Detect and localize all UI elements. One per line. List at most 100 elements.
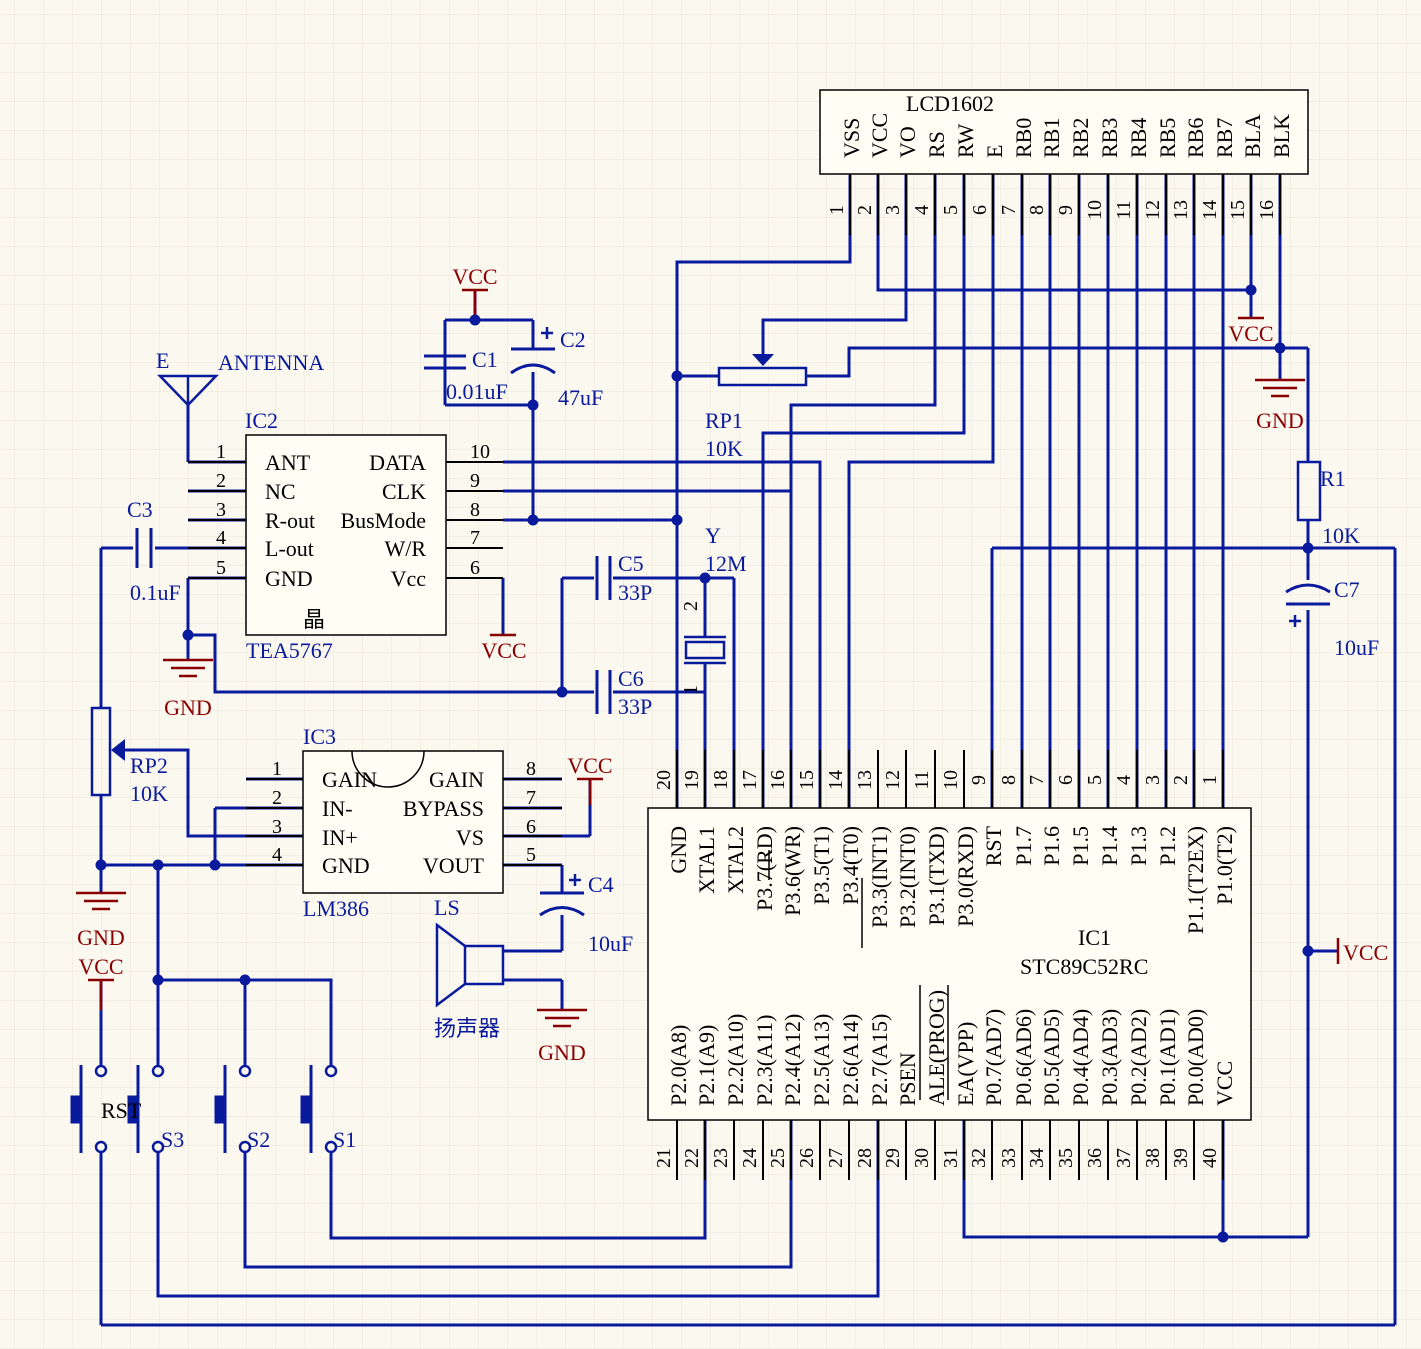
ic1-top-pin-number: 14 [825,770,847,790]
crystal-pin2: 2 [680,601,702,611]
vcc-label: VCC [1343,940,1388,965]
power-symbols [76,288,1340,1028]
speaker-designator: LS [434,895,460,920]
ic1-top-pin-number: 6 [1055,775,1077,785]
ic3-left-pin-label: IN+ [322,825,358,850]
ic3-right-pin-number: 7 [526,787,536,809]
ic1-top-pin-label: RST [981,825,1006,866]
c2-designator: C2 [560,327,586,352]
vcc-label: VCC [452,264,497,289]
crystal-icon [684,635,726,665]
ic2-left-pin-label: GND [265,566,313,591]
components [70,89,1340,1243]
ic1-top-pin-label: P3.4(T0) [838,826,863,905]
lcd-pin-number: 4 [911,205,933,215]
ic1-top-pin-number: 4 [1113,775,1135,785]
ic1-bottom-pin-label: P2.4(A12) [780,1014,805,1106]
ic1-bottom-pin-label: P0.4(AD4) [1068,1009,1093,1106]
lcd-pin-number: 5 [940,205,962,215]
ic1-bottom-pin-label: P0.7(AD7) [981,1009,1006,1106]
lcd-pin-number: 13 [1170,200,1192,220]
ic1-top-pin-label: P3.7(RD) [752,826,777,911]
ic1-bottom-pin-label: P0.0(AD0) [1183,1009,1208,1106]
ic2-body [245,434,447,636]
ic1-top-pin-label: P3.6(WR) [780,826,805,916]
antenna-label: ANTENNA [218,350,324,375]
speaker-label: 扬声器 [434,1016,500,1041]
ic1-bottom-pin-number: 31 [940,1148,962,1168]
ic1-bottom-pin-label: P0.6(AD6) [1011,1009,1036,1106]
lcd-pin-label: RB3 [1097,118,1122,158]
ic1-top-pin-number: 7 [1026,775,1048,785]
ic1-bottom-pin-number: 34 [1026,1148,1048,1168]
potentiometer-rp1-icon [717,320,808,387]
c3-designator: C3 [127,497,153,522]
gnd-label: GND [77,925,125,950]
resistor-r1-icon [1296,460,1322,522]
ic1-top-pin-label: P1.0(T2) [1212,826,1237,905]
ic1-top-pin-number: 1 [1199,775,1221,785]
lcd-pin-number: 7 [998,205,1020,215]
ic3-designator: IC3 [303,724,336,749]
ic1-top-pin-number: 10 [940,770,962,790]
ic1-bottom-pin-number: 26 [796,1148,818,1168]
ic1-designator: IC1 [1078,925,1111,950]
ic1-bottom-pin-number: 24 [739,1148,761,1168]
ic2-right-pin-number: 6 [470,557,480,579]
s2-label: S2 [247,1127,270,1152]
ic1-top-pin-label: P1.7 [1011,826,1036,866]
lcd-pin-label: RS [924,131,949,158]
vcc-label: VCC [567,753,612,778]
lcd-pin-number: 11 [1113,200,1135,219]
ic2-right-pin-number: 8 [470,499,480,521]
c7-designator: C7 [1334,577,1360,602]
r1-designator: R1 [1320,466,1346,491]
ic1-bottom-pin-number: 29 [882,1148,904,1168]
lcd-pin-number: 3 [882,205,904,215]
ic3-left-pin-number: 2 [272,787,282,809]
ic3-left-pin-number: 4 [272,844,282,866]
ic1-top-pin-number: 2 [1170,775,1192,785]
wires [99,175,1397,1327]
c1-designator: C1 [472,347,498,372]
ic3-right-pin-number: 6 [526,816,536,838]
ic1-bottom-pin-label: P0.3(AD3) [1097,1009,1122,1106]
lcd-pin-number: 16 [1256,200,1278,220]
ic1-top-pin-number: 18 [710,770,732,790]
ic1-part: STC89C52RC [1020,954,1148,979]
potentiometer-rp2-icon [90,706,112,797]
ic2-right-pin-label: Vcc [391,566,427,591]
ic1-top-pin-label: P1.1(T2EX) [1183,826,1208,934]
ic1-top-pin-number: 5 [1084,775,1106,785]
lcd1602-body [819,89,1309,175]
ic2-left-pin-number: 4 [216,527,226,549]
lcd-pin-number: 14 [1199,200,1221,220]
ic2-right-pin-label: W/R [384,536,426,561]
ic3-right-pin-label: BYPASS [403,796,484,821]
lcd-pin-label: VCC [867,113,892,158]
ic1-bottom-pin-number: 28 [854,1148,876,1168]
lcd-pin-label: BLA [1240,114,1265,158]
ic3-left-pin-label: GND [322,853,370,878]
ic1-bottom-pin-number: 35 [1055,1148,1077,1168]
r1-value: 10K [1322,523,1360,548]
junction-dots [95,284,1314,1243]
capacitor-c7-icon [1285,583,1331,606]
ic1-bottom-pin-number: 22 [681,1148,703,1168]
ic1-top-pin-number: 16 [767,770,789,790]
ic1-top-pin-number: 13 [854,770,876,790]
ic1-bottom-pin-number: 30 [911,1148,933,1168]
ic1-bottom-pin-label: P2.3(A11) [752,1015,777,1106]
ic1-bottom-pin-label: P0.1(AD1) [1155,1009,1180,1106]
lcd-pin-label: RB1 [1039,118,1064,158]
ic2-inner-mark: 晶 [303,607,325,632]
gnd-label: GND [538,1040,586,1065]
lcd-pin-number: 6 [969,205,991,215]
ic2-right-pin-label: CLK [382,479,426,504]
capacitor-c6-icon [595,670,612,714]
c1-value: 0.01uF [446,379,508,404]
ic3-right-pin-number: 5 [526,844,536,866]
c4-value: 10uF [588,931,633,956]
ic1-top-pin-label: P3.3(INT1) [867,826,892,928]
capacitor-c4-icon [539,891,585,917]
